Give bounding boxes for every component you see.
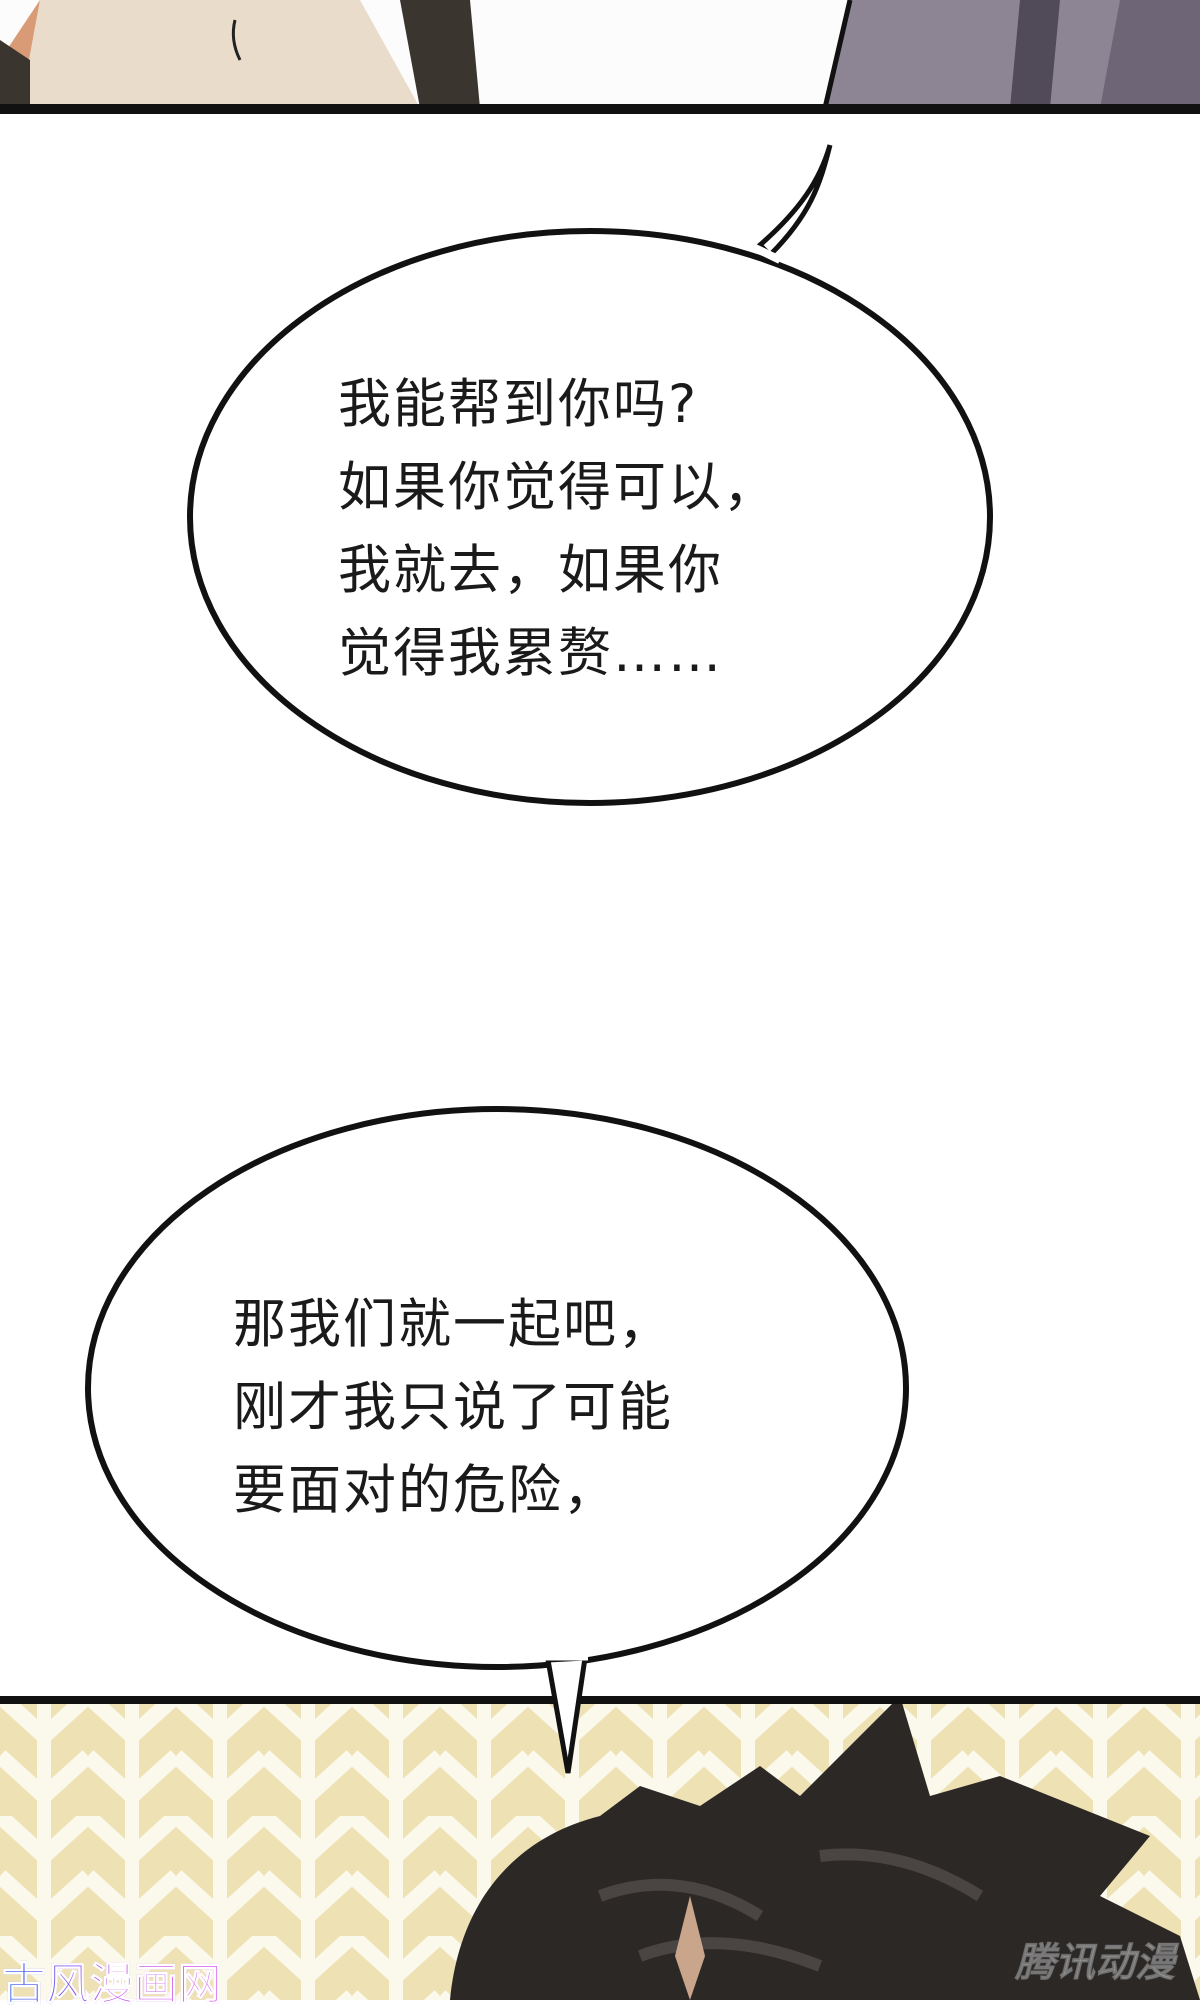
speech-bubble-2 <box>85 1106 909 1774</box>
dialogue-line: 要面对的危险， <box>233 1460 618 1521</box>
dialogue-line: 刚才我只说了可能 <box>233 1377 673 1438</box>
dialogue-line: 我就去，如果你 <box>338 540 723 601</box>
watermark-left: 古风漫画网 <box>2 1948 223 2012</box>
speech-bubble-1 <box>187 144 993 806</box>
bottom-panel-art <box>0 1696 1200 2000</box>
dialogue-line: 我能帮到你吗? <box>338 374 699 435</box>
dialogue-line: 那我们就一起吧， <box>233 1294 673 1355</box>
bubble-1-text: 我能帮到你吗? 如果你觉得可以， 我就去，如果你 觉得我累赘…… <box>338 363 778 695</box>
watermark-right: 腾讯动漫 <box>1015 1940 1176 1987</box>
dialogue-line: 如果你觉得可以， <box>338 457 778 518</box>
dialogue-line: 觉得我累赘…… <box>338 623 723 684</box>
top-panel-art <box>0 0 1200 114</box>
bubble-2-text: 那我们就一起吧， 刚才我只说了可能 要面对的危险， <box>233 1283 673 1532</box>
